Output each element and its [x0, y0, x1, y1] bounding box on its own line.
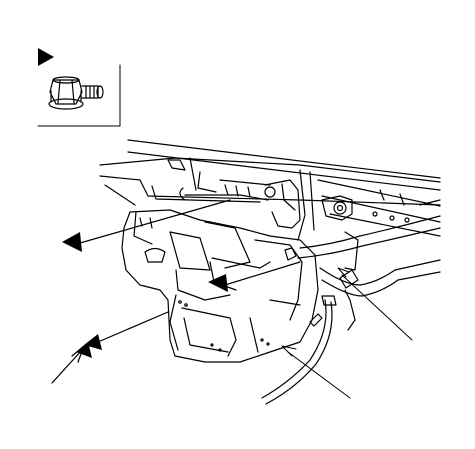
harness-cable: [261, 215, 441, 405]
triangle-pointer-icon: [38, 48, 54, 66]
main-housing: [121, 209, 319, 363]
side-bolt-assembly: [321, 195, 410, 271]
open-arrow-head: [71, 345, 85, 363]
legend-box: [37, 48, 121, 127]
leader-lines: [281, 267, 413, 399]
flange-bolt-icon: [48, 76, 104, 110]
cable-tie: [309, 313, 323, 327]
solid-arrow-head-2: [208, 274, 228, 292]
upper-bracket: [179, 179, 301, 229]
pointer-arrows: [51, 199, 301, 384]
solid-arrow-head-1: [62, 232, 82, 252]
double-arrow-head-b: [76, 342, 92, 358]
